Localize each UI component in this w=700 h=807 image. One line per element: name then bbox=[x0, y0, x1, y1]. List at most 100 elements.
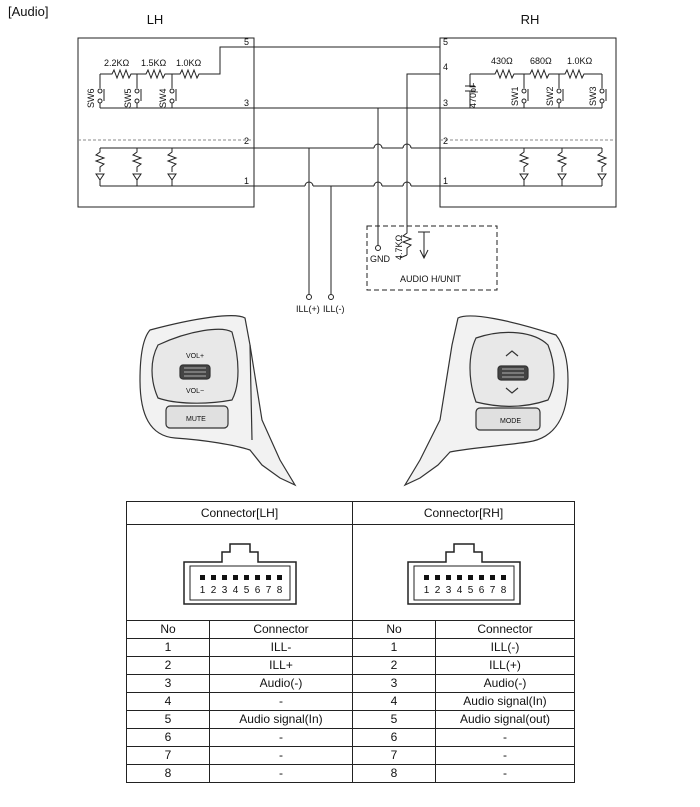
lh-pin-number: 4 bbox=[126, 692, 210, 711]
connector-pin-number: 7 bbox=[489, 585, 495, 596]
connector-pin-number: 6 bbox=[478, 585, 484, 596]
head-unit-resistor-label: 4.7KΩ bbox=[394, 234, 404, 260]
connector-pin-number: 1 bbox=[423, 585, 429, 596]
lh-switch-3-label: SW4 bbox=[158, 88, 168, 108]
rh-pin-number: 1 bbox=[352, 638, 436, 657]
rh-resistor-3-label: 1.0KΩ bbox=[567, 56, 593, 66]
lh-resistor-1-label: 2.2KΩ bbox=[104, 58, 130, 68]
ill-plus-label: ILL(+) bbox=[296, 304, 320, 314]
rh-capacitor-label: 470pF bbox=[468, 82, 478, 108]
rh-resistor-2-label: 680Ω bbox=[530, 56, 552, 66]
rh-pin-function: Audio signal(In) bbox=[435, 692, 575, 711]
lh-pin-function: ILL- bbox=[209, 638, 353, 657]
rh-switch-2-label: SW2 bbox=[545, 86, 555, 106]
connector-pin-number: 6 bbox=[254, 585, 260, 596]
connector-pin-number: 2 bbox=[434, 585, 440, 596]
lh-pin-number: 7 bbox=[126, 746, 210, 765]
wiring-diagram: [Audio] LH RH 2.2KΩ 1.5KΩ 1.0KΩ SW6 SW5 … bbox=[8, 4, 617, 487]
connector-pin bbox=[276, 574, 282, 580]
rh-pin-2: 2 bbox=[443, 136, 448, 146]
lh-pin-number: 5 bbox=[126, 710, 210, 729]
lh-pin-5: 5 bbox=[244, 37, 249, 47]
lh-no-header: No bbox=[126, 620, 210, 639]
rh-pin-function: - bbox=[435, 746, 575, 765]
rh-pin-number: 3 bbox=[352, 674, 436, 693]
lh-pin-function: - bbox=[209, 746, 353, 765]
lh-pin-function: Audio signal(In) bbox=[209, 710, 353, 729]
lh-pin-1: 1 bbox=[244, 176, 249, 186]
rh-pin-function: - bbox=[435, 728, 575, 747]
connector-pin bbox=[500, 574, 506, 580]
rh-pin-function: ILL(+) bbox=[435, 656, 575, 675]
lh-pin-function: Audio(-) bbox=[209, 674, 353, 693]
lh-pin-function: - bbox=[209, 692, 353, 711]
connector-pin bbox=[423, 574, 429, 580]
lh-connector-header: Connector bbox=[209, 620, 353, 639]
rh-pin-4: 4 bbox=[443, 62, 448, 72]
rh-switch-box bbox=[439, 37, 617, 208]
interconnect-wires bbox=[254, 46, 498, 300]
rh-pin-number: 4 bbox=[352, 692, 436, 711]
lh-pin-2: 2 bbox=[244, 136, 249, 146]
rh-pin-number: 6 bbox=[352, 728, 436, 747]
connector-pin bbox=[478, 574, 484, 580]
connector-pin-number: 3 bbox=[221, 585, 227, 596]
lh-resistor-2-label: 1.5KΩ bbox=[141, 58, 167, 68]
rh-pin-number: 2 bbox=[352, 656, 436, 675]
table-row: 8-8- bbox=[126, 764, 575, 783]
rh-pin-5: 5 bbox=[443, 37, 448, 47]
rh-no-header: No bbox=[352, 620, 436, 639]
rh-steering-switch bbox=[403, 315, 569, 487]
connector-pin bbox=[489, 574, 495, 580]
ill-minus-label: ILL(-) bbox=[323, 304, 345, 314]
rh-pin-3: 3 bbox=[443, 98, 448, 108]
connector-pin bbox=[434, 574, 440, 580]
rh-pin-function: Audio signal(out) bbox=[435, 710, 575, 729]
connector-pin bbox=[467, 574, 473, 580]
lh-pin-function: - bbox=[209, 764, 353, 783]
lh-pin-number: 3 bbox=[126, 674, 210, 693]
rh-resistor-1-label: 430Ω bbox=[491, 56, 513, 66]
connector-pin-number: 5 bbox=[467, 585, 473, 596]
lh-pin-number: 1 bbox=[126, 638, 210, 657]
lh-pin-3: 3 bbox=[244, 98, 249, 108]
mute-button-label: MUTE bbox=[186, 416, 206, 423]
connector-pin-number: 4 bbox=[232, 585, 238, 596]
connector-pin bbox=[265, 574, 271, 580]
lh-pin-number: 8 bbox=[126, 764, 210, 783]
rh-pin-function: - bbox=[435, 764, 575, 783]
connector-pin bbox=[456, 574, 462, 580]
section-label: [Audio] bbox=[8, 4, 48, 19]
lh-switch-1-label: SW6 bbox=[86, 88, 96, 108]
rh-connector-title: Connector[RH] bbox=[352, 501, 575, 525]
lh-steering-switch bbox=[139, 315, 297, 487]
lh-connector-title: Connector[LH] bbox=[126, 501, 353, 525]
connector-pin bbox=[199, 574, 205, 580]
connector-pin bbox=[243, 574, 249, 580]
connector-pin-number: 8 bbox=[500, 585, 506, 596]
lh-resistor-3-label: 1.0KΩ bbox=[176, 58, 202, 68]
rh-connector-header: Connector bbox=[435, 620, 575, 639]
rh-title: RH bbox=[521, 12, 540, 27]
gnd-label: GND bbox=[370, 254, 391, 264]
connector-pin bbox=[221, 574, 227, 580]
connector-pin bbox=[210, 574, 216, 580]
connector-pin bbox=[445, 574, 451, 580]
lh-switch-box bbox=[77, 37, 255, 208]
lh-switch-2-label: SW5 bbox=[123, 88, 133, 108]
connector-pin-number: 8 bbox=[276, 585, 282, 596]
rh-pin-1: 1 bbox=[443, 176, 448, 186]
rh-pin-function: ILL(-) bbox=[435, 638, 575, 657]
table-row: 7-7- bbox=[126, 746, 575, 765]
connector-pin-number: 5 bbox=[243, 585, 249, 596]
connector-pin-number: 7 bbox=[265, 585, 271, 596]
rh-pin-function: Audio(-) bbox=[435, 674, 575, 693]
